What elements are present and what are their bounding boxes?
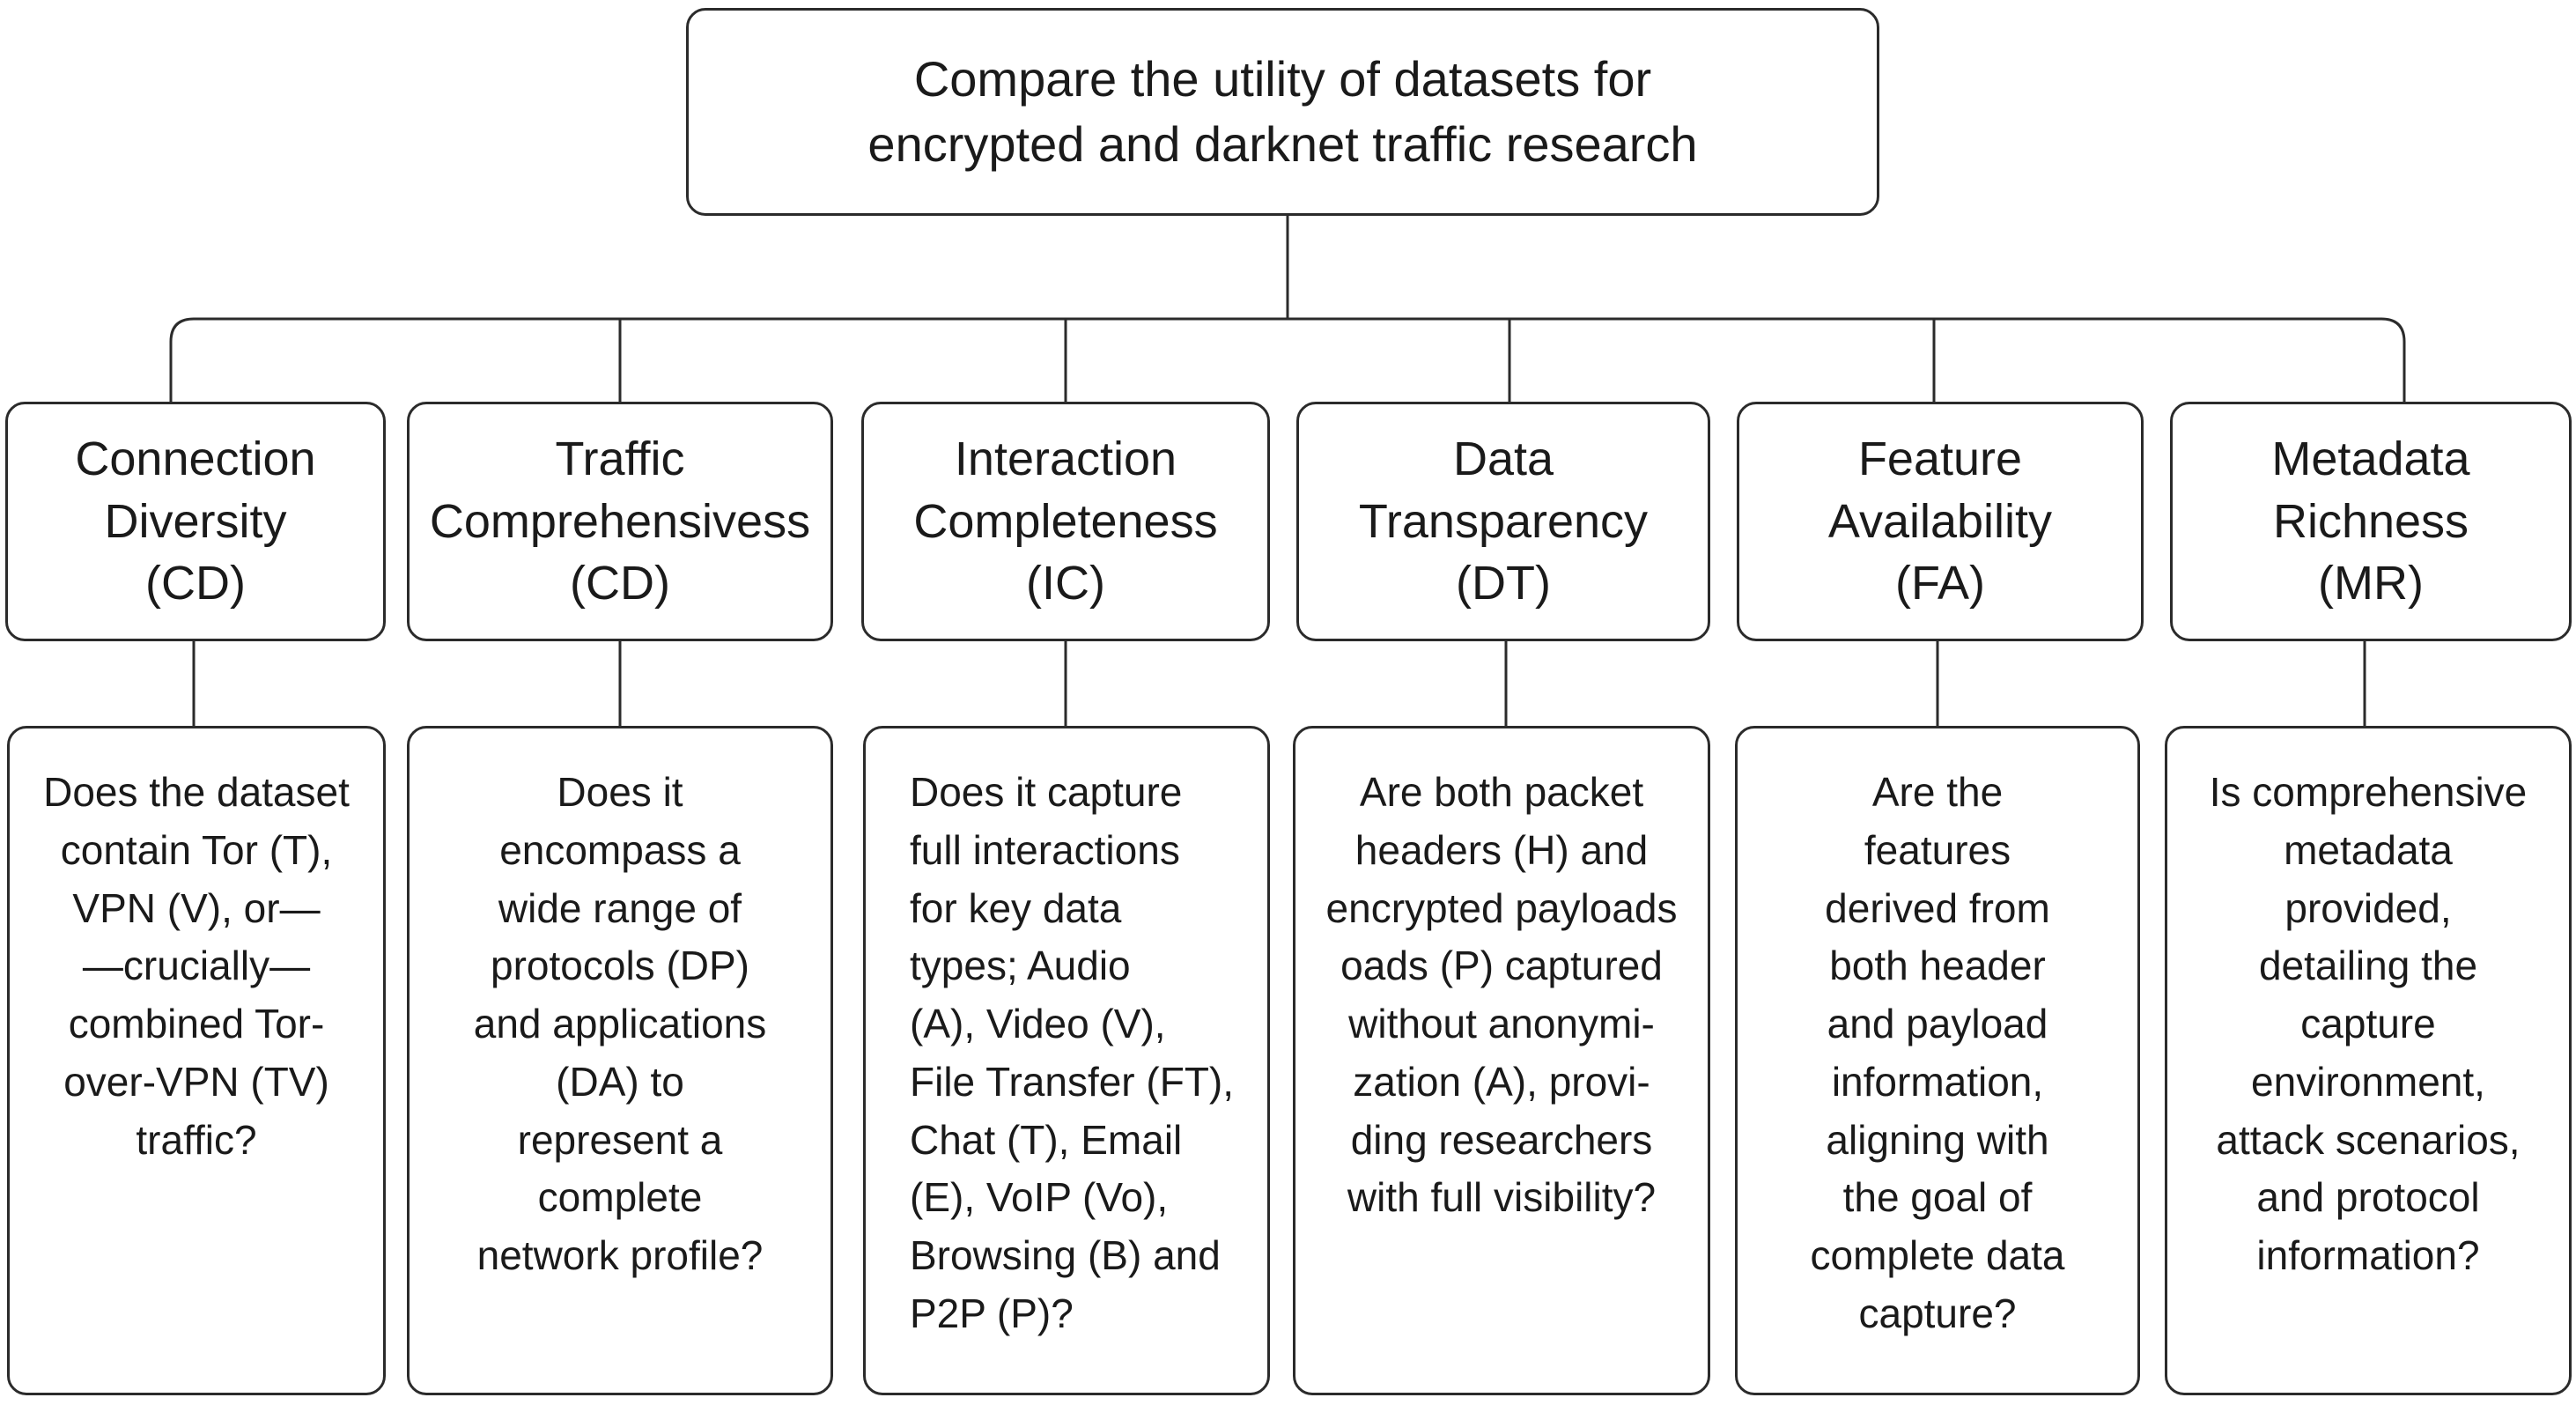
question-line: VPN (V), or— [72,884,321,931]
question-line: complete [537,1174,703,1221]
question-line: (DA) to [556,1058,684,1105]
question-line: (E), VoIP (Vo), [910,1174,1169,1221]
criterion-title-line: Comprehensivess [429,494,811,548]
criterion-title-line: Transparency [1358,494,1649,548]
criterion-abbreviation: (FA) [1895,557,1985,610]
question-line: Does it capture [910,769,1183,815]
question-line: capture [2300,1001,2436,1047]
question-line: Is comprehensive [2209,769,2528,815]
criterion-abbreviation: (CD) [570,557,670,610]
root-question-line: Compare the utility of datasets for [913,50,1652,107]
question-line: features [1864,826,2011,873]
criterion-box-connection-diversity: Connection Diversity (CD) [5,402,386,641]
question-line: P2P (P)? [910,1290,1074,1336]
question-box-metadata-richness: Is comprehensive metadata provided, deta… [2165,726,2572,1395]
question-box-interaction-completeness: Does it capture full interactions for ke… [863,726,1270,1395]
criterion-box-feature-availability: Feature Availability (FA) [1737,402,2144,641]
question-line: Does the dataset [43,769,350,815]
question-line: information? [2256,1232,2480,1279]
criterion-title-line: Availability [1827,494,2053,548]
question-line: represent a [517,1116,723,1163]
question-line: ding researchers [1350,1116,1653,1163]
criterion-title-line: Feature [1857,432,2023,485]
question-line: zation (A), provi- [1353,1058,1650,1105]
criterion-box-metadata-richness: Metadata Richness (MR) [2170,402,2572,641]
criterion-title-line: Traffic [555,432,685,485]
criterion-title-line: Data [1452,432,1554,485]
criterion-title-line: Metadata [2271,432,2470,485]
question-line: Chat (T), Email [910,1116,1183,1163]
question-line: wide range of [498,884,742,931]
question-line: Browsing (B) and [910,1232,1221,1279]
criterion-title-line: Diversity [104,494,287,548]
criterion-abbreviation: (IC) [1026,557,1105,610]
root-question-box: Compare the utility of datasets for encr… [686,8,1879,216]
question-line: oads (P) captured [1340,943,1663,989]
question-box-traffic-comprehensiveness: Does it encompass a wide range of protoc… [407,726,833,1395]
criterion-abbreviation: (CD) [145,557,246,610]
question-line: attack scenarios, [2216,1116,2521,1163]
question-line: complete data [1810,1232,2065,1279]
question-line: —crucially— [82,943,311,989]
criterion-box-traffic-comprehensiveness: Traffic Comprehensivess (CD) [407,402,833,641]
question-box-connection-diversity: Does the dataset contain Tor (T), VPN (V… [7,726,386,1395]
question-line: derived from [1825,884,2050,931]
criterion-abbreviation: (MR) [2318,557,2424,610]
question-line: and applications [473,1001,767,1047]
question-line: capture? [1858,1290,2017,1336]
criterion-box-data-transparency: Data Transparency (DT) [1296,402,1710,641]
root-question-line: encrypted and darknet traffic research [867,116,1698,172]
question-line: network profile? [476,1232,764,1279]
question-line: encompass a [499,826,741,873]
branch-bus-line [169,317,2406,402]
question-line: and payload [1827,1001,2048,1047]
question-line: combined Tor- [68,1001,325,1047]
criterion-title-line: Connection [75,432,316,485]
question-line: types; Audio [910,943,1131,989]
question-line: (A), Video (V), [910,1001,1166,1047]
question-line: Does it [557,769,683,815]
question-line: information, [1831,1058,2044,1105]
question-line: File Transfer (FT), [910,1058,1235,1105]
question-line: and protocol [2256,1174,2480,1221]
question-box-feature-availability: Are the features derived from both heade… [1735,726,2140,1395]
criterion-title-line: Interaction [954,432,1177,485]
question-line: with full visibility? [1347,1174,1657,1221]
question-line: Are the [1871,769,2004,815]
question-line: full interactions [910,826,1180,873]
question-line: without anonymi- [1348,1001,1655,1047]
question-line: detailing the [2258,943,2478,989]
question-line: headers (H) and [1354,826,1649,873]
question-line: environment, [2251,1058,2485,1105]
criterion-box-interaction-completeness: Interaction Completeness (IC) [861,402,1270,641]
question-line: Are both packet [1359,769,1644,815]
question-box-data-transparency: Are both packet headers (H) and encrypte… [1293,726,1710,1395]
question-line: provided, [2284,884,2452,931]
question-line: both header [1829,943,2046,989]
question-line: protocols (DP) [491,943,749,989]
question-line: encrypted payloads [1325,884,1678,931]
question-line: aligning with [1826,1116,2049,1163]
question-line: over-VPN (TV) [63,1058,329,1105]
question-line: traffic? [136,1116,257,1163]
question-line: the goal of [1842,1174,2033,1221]
question-line: for key data [910,884,1122,931]
criterion-title-line: Completeness [913,494,1218,548]
criterion-title-line: Richness [2272,494,2469,548]
question-line: metadata [2284,826,2453,873]
criterion-abbreviation: (DT) [1456,557,1551,610]
question-line: contain Tor (T), [60,826,333,873]
